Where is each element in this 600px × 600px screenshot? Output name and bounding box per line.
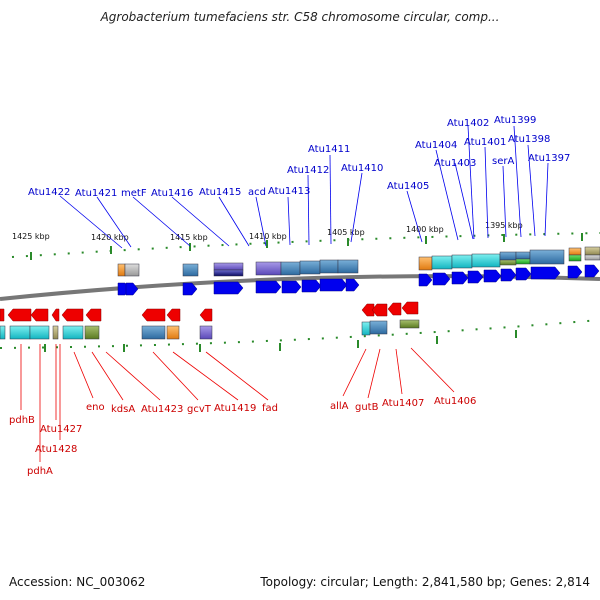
reverse-gene-arrow	[371, 303, 388, 317]
reverse-gene-arrow	[199, 308, 213, 322]
forward-gene-arrow	[281, 280, 302, 294]
reverse-gene-arrow	[7, 308, 32, 322]
gene-label: Atu1407	[382, 398, 424, 409]
forward-gene-arrow	[125, 282, 139, 296]
gene-label: Atu1399	[494, 115, 536, 126]
gene-label: pdhB	[9, 415, 35, 426]
forward-gene-arrow	[213, 281, 244, 295]
reverse-gene-arrow	[141, 308, 166, 322]
kbp-label: 1410 kbp	[249, 232, 287, 241]
gene-label: Atu1415	[199, 187, 241, 198]
reverse-gene-arrow	[61, 308, 84, 322]
reverse-gene-arrow	[387, 302, 402, 316]
forward-gene-arrow	[432, 272, 451, 286]
forward-gene-arrow	[182, 282, 198, 296]
gene-label: Atu1428	[35, 444, 77, 455]
gene-label: Atu1419	[214, 403, 256, 414]
top-major-ticks	[30, 233, 583, 260]
gene-label: Atu1410	[341, 163, 383, 174]
gene-label: pdhA	[27, 466, 53, 477]
gene-label: metF	[121, 188, 147, 199]
genome-summary-label: Topology: circular; Length: 2,841,580 bp…	[260, 575, 590, 589]
kbp-label: 1405 kbp	[327, 228, 365, 237]
gene-label: Atu1397	[528, 153, 570, 164]
reverse-gene-arrow	[30, 308, 49, 322]
top-feature-boxes	[117, 246, 600, 277]
gene-label: Atu1398	[508, 134, 550, 145]
gene-label: Atu1423	[141, 404, 183, 415]
gene-label: eno	[86, 402, 105, 413]
gene-label: Atu1427	[40, 424, 82, 435]
reverse-gene-arrows	[0, 301, 419, 322]
reverse-gene-arrow	[401, 301, 419, 315]
gene-label: Atu1412	[287, 165, 329, 176]
bottom-tick-track	[0, 319, 600, 349]
gene-label: gutB	[355, 402, 379, 413]
reverse-gene-arrow	[85, 308, 102, 322]
bottom-leader-lines	[20, 344, 455, 462]
forward-gene-arrow	[530, 266, 561, 280]
forward-gene-arrow	[567, 265, 583, 279]
gene-label: acd	[248, 187, 266, 198]
gene-label: fad	[262, 403, 278, 414]
map-title: Agrobacterium tumefaciens str. C58 chrom…	[100, 10, 500, 24]
gene-label: Atu1403	[434, 158, 476, 169]
gene-label: Atu1416	[151, 188, 193, 199]
forward-gene-arrow	[451, 271, 469, 285]
kbp-label: 1425 kbp	[12, 232, 50, 241]
forward-gene-arrow	[483, 269, 502, 283]
gene-label: Atu1411	[308, 144, 350, 155]
kbp-label: 1395 kbp	[485, 221, 523, 230]
forward-gene-arrow	[345, 278, 360, 292]
bottom-major-ticks	[44, 330, 517, 352]
reverse-gene-arrow	[51, 308, 60, 322]
forward-gene-arrow	[500, 268, 517, 282]
gene-label: kdsA	[111, 404, 135, 415]
forward-gene-arrow	[584, 264, 600, 278]
gene-label: allA	[330, 401, 349, 412]
top-tick-track	[11, 232, 600, 258]
forward-gene-arrow	[515, 267, 532, 281]
gene-label: Atu1421	[75, 188, 117, 199]
gene-label: Atu1413	[268, 186, 310, 197]
gene-label: Atu1422	[28, 187, 70, 198]
top-gene-labels: Atu1422 Atu1421 metF Atu1416 Atu1415 acd…	[28, 115, 570, 199]
forward-gene-arrow	[467, 270, 484, 284]
gene-label: gcvT	[187, 404, 212, 415]
bottom-gene-labels: pdhB Atu1427 Atu1428 pdhA eno kdsA Atu14…	[9, 396, 476, 477]
gene-label: serA	[492, 156, 514, 167]
forward-gene-arrow	[418, 273, 433, 287]
bottom-feature-boxes	[0, 319, 420, 340]
gene-label: Atu1401	[464, 137, 506, 148]
forward-gene-arrow	[319, 278, 348, 292]
forward-gene-arrow	[301, 279, 322, 293]
top-leader-lines	[59, 125, 549, 249]
kbp-label: 1415 kbp	[170, 233, 208, 242]
reverse-gene-arrow	[166, 308, 181, 322]
forward-gene-arrows	[117, 264, 600, 296]
forward-gene-arrow	[255, 280, 282, 294]
reverse-gene-arrow	[0, 308, 5, 322]
accession-label: Accession: NC_003062	[9, 575, 146, 589]
gene-label: Atu1402	[447, 118, 489, 129]
gene-label: Atu1406	[434, 396, 476, 407]
gene-label: Atu1405	[387, 181, 429, 192]
kbp-label: 1400 kbp	[406, 225, 444, 234]
gene-label: Atu1404	[415, 140, 457, 151]
